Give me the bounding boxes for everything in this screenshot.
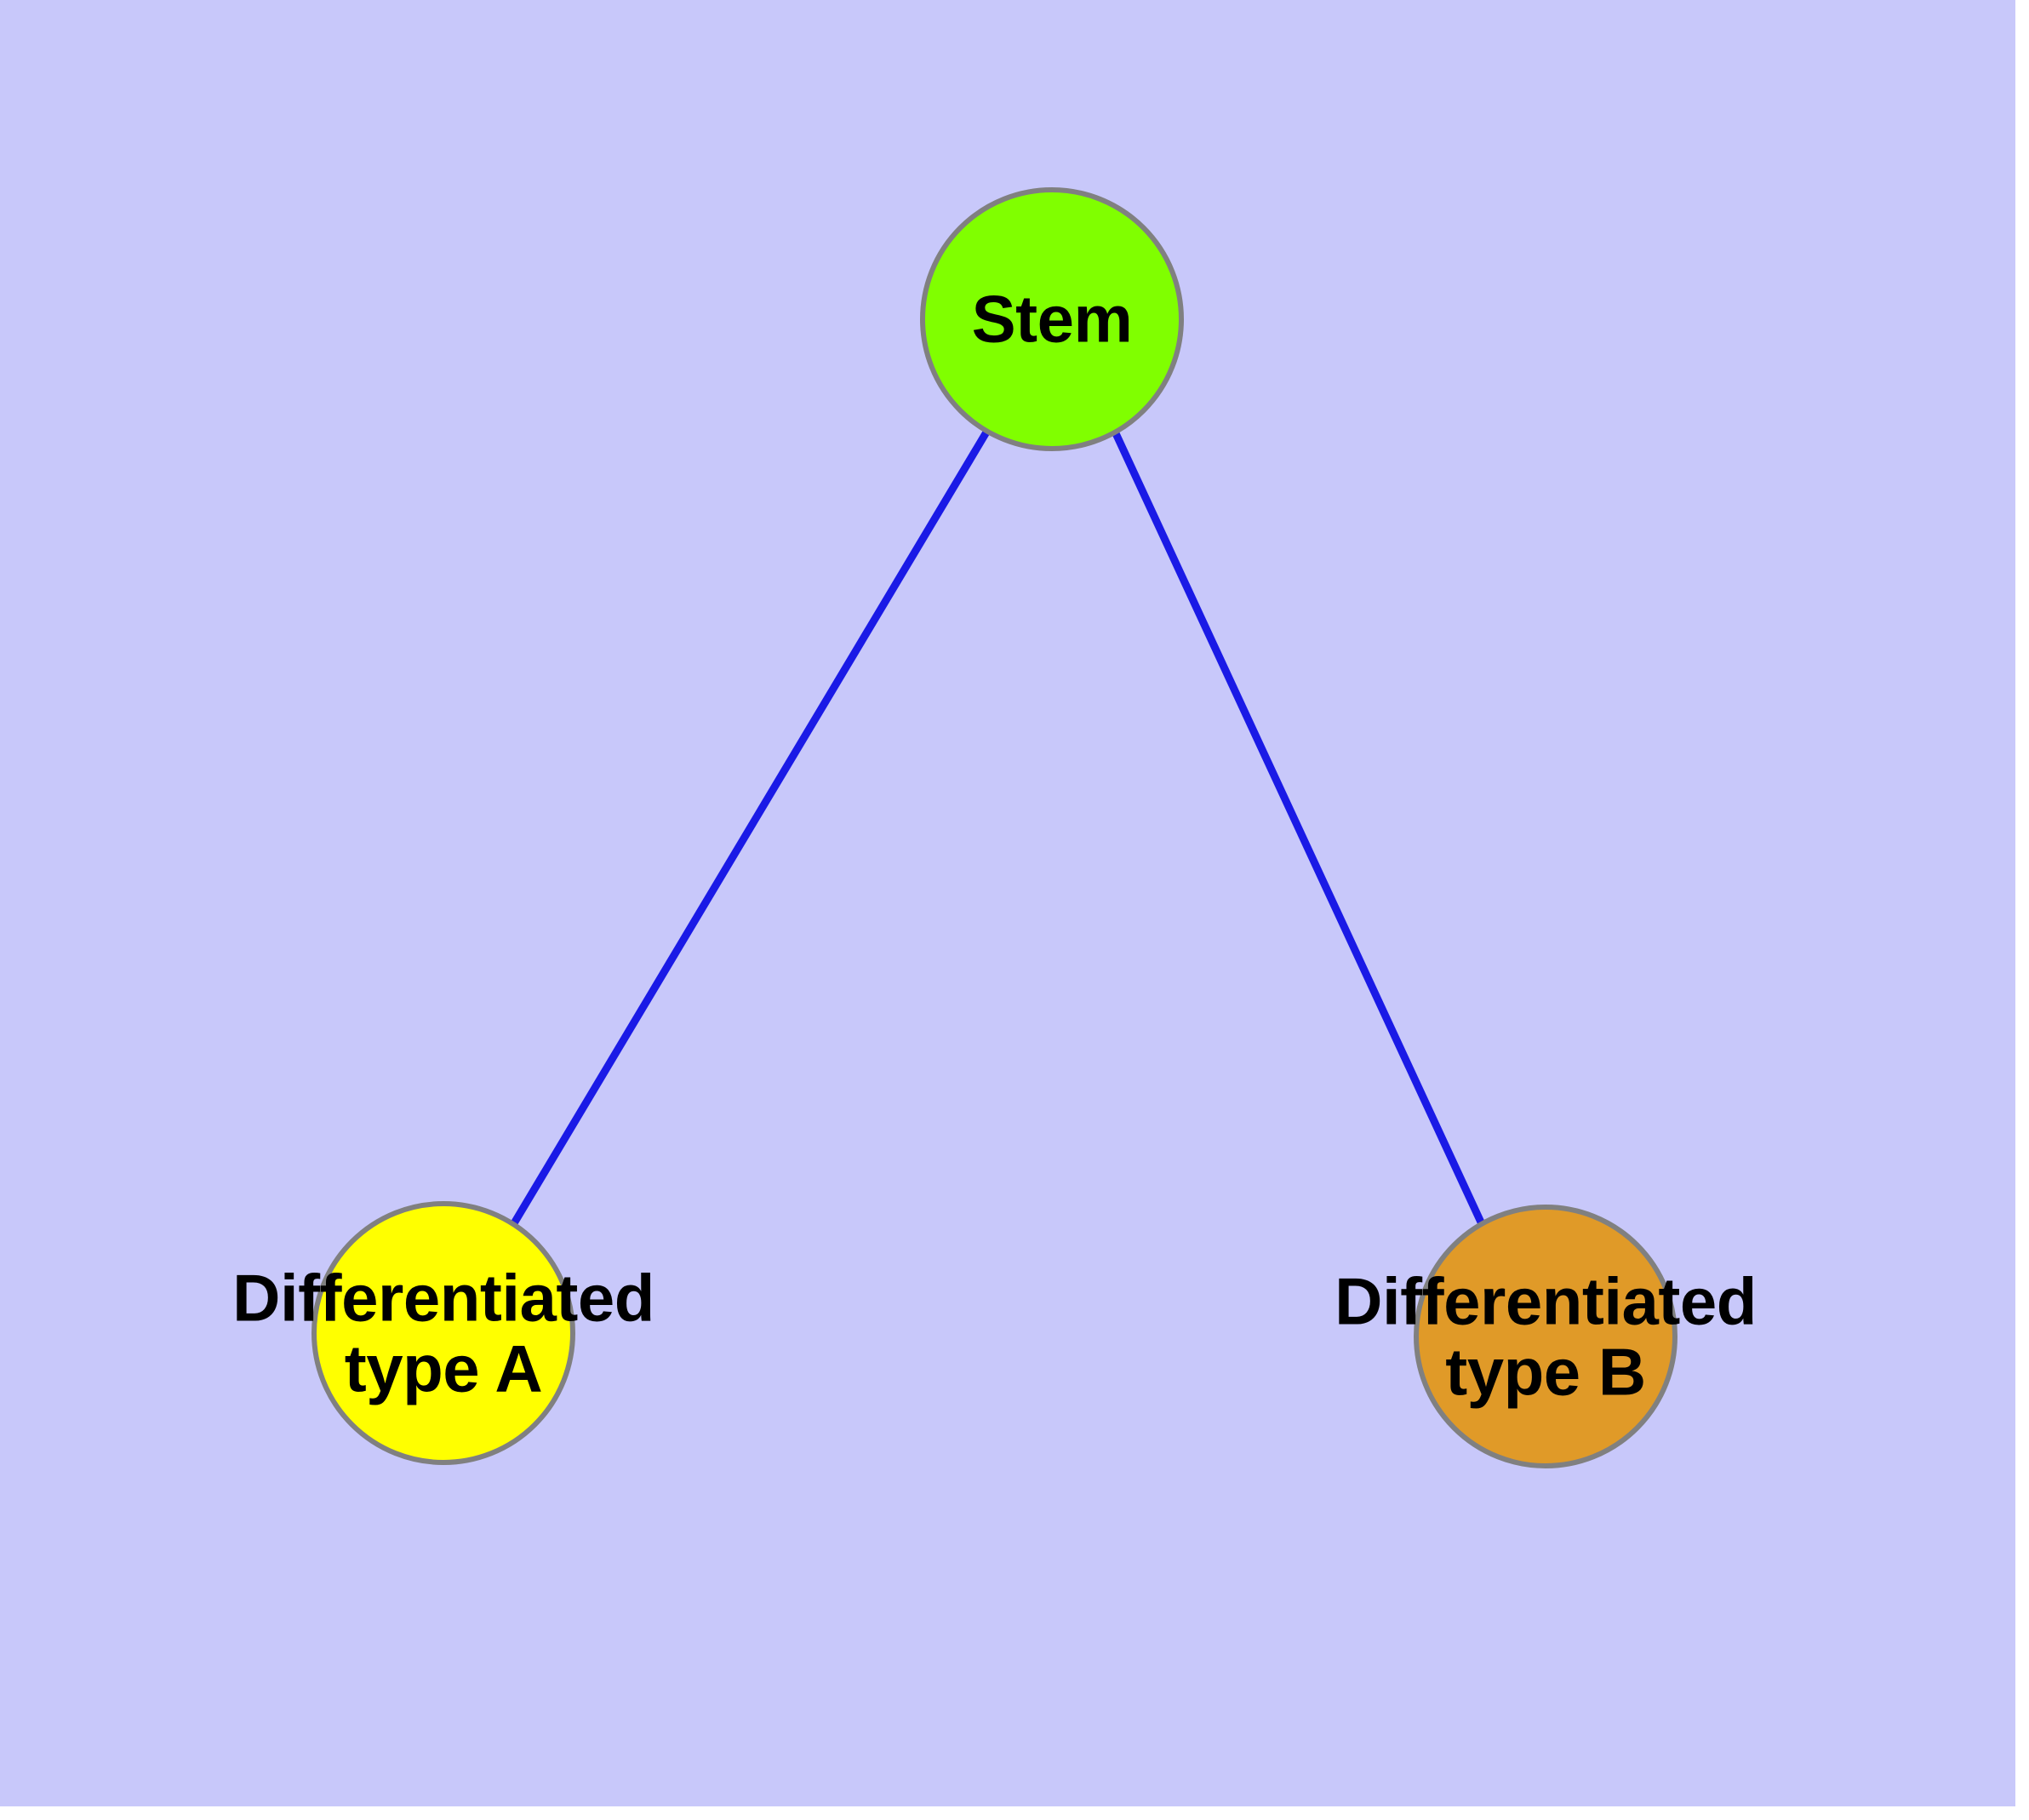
graph-node-stem[interactable] [920,187,1184,451]
graph-edge-stem-diff_b [1111,430,1487,1228]
graph-node-diff_a[interactable] [311,1201,575,1465]
nodes-group [311,187,1677,1468]
graph-edge-stem-diff_a [511,428,991,1226]
graph-node-diff_b[interactable] [1414,1205,1677,1468]
edges-group [511,428,1487,1228]
